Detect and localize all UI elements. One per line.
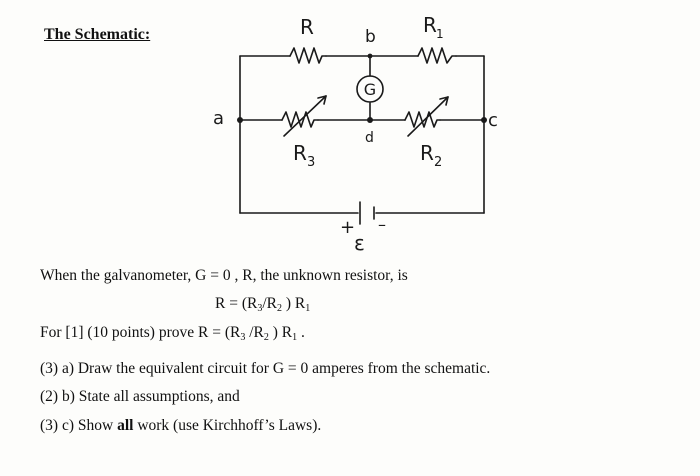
label-node-a: a (213, 108, 224, 129)
label-r1: R (423, 13, 437, 37)
battery-icon (359, 201, 375, 225)
label-r: R (300, 15, 314, 39)
schematic-heading: The Schematic: (44, 26, 151, 43)
label-r2: R (420, 141, 434, 165)
resistor-r-icon (289, 47, 327, 64)
label-minus: – (378, 215, 386, 234)
label-r2-subscript: 2 (434, 155, 442, 170)
label-node-d: d (365, 130, 374, 146)
galvanometer-icon: G (356, 75, 384, 103)
task-a: (3) a) Draw the equivalent circuit for G… (40, 360, 491, 377)
task-c: (3) c) Show all work (use Kirchhoff’s La… (40, 417, 322, 434)
label-node-c: c (488, 110, 498, 131)
label-r3: R (293, 141, 307, 165)
variable-resistor-r3-icon (281, 95, 327, 137)
prove-statement: For [1] (10 points) prove R = (R3 /R2 ) … (40, 324, 305, 343)
galvanometer-statement: When the galvanometer, G = 0 , R, the un… (40, 267, 408, 284)
task-b: (2) b) State all assumptions, and (40, 388, 240, 405)
resistance-formula: R = (R3/R2 ) R1 (215, 295, 311, 314)
variable-resistor-r2-icon (404, 96, 449, 137)
galvanometer-label: G (364, 80, 376, 99)
label-r1-subscript: 1 (436, 27, 444, 41)
label-node-b: b (365, 27, 376, 47)
label-r3-subscript: 3 (307, 155, 315, 170)
label-plus: + (340, 217, 355, 238)
junction-nodes (237, 53, 487, 123)
circuit-schematic: G R b R 1 a d c R 3 R 2 + – ε (213, 13, 498, 255)
label-emf: ε (354, 231, 365, 255)
resistor-r1-icon (417, 47, 457, 64)
